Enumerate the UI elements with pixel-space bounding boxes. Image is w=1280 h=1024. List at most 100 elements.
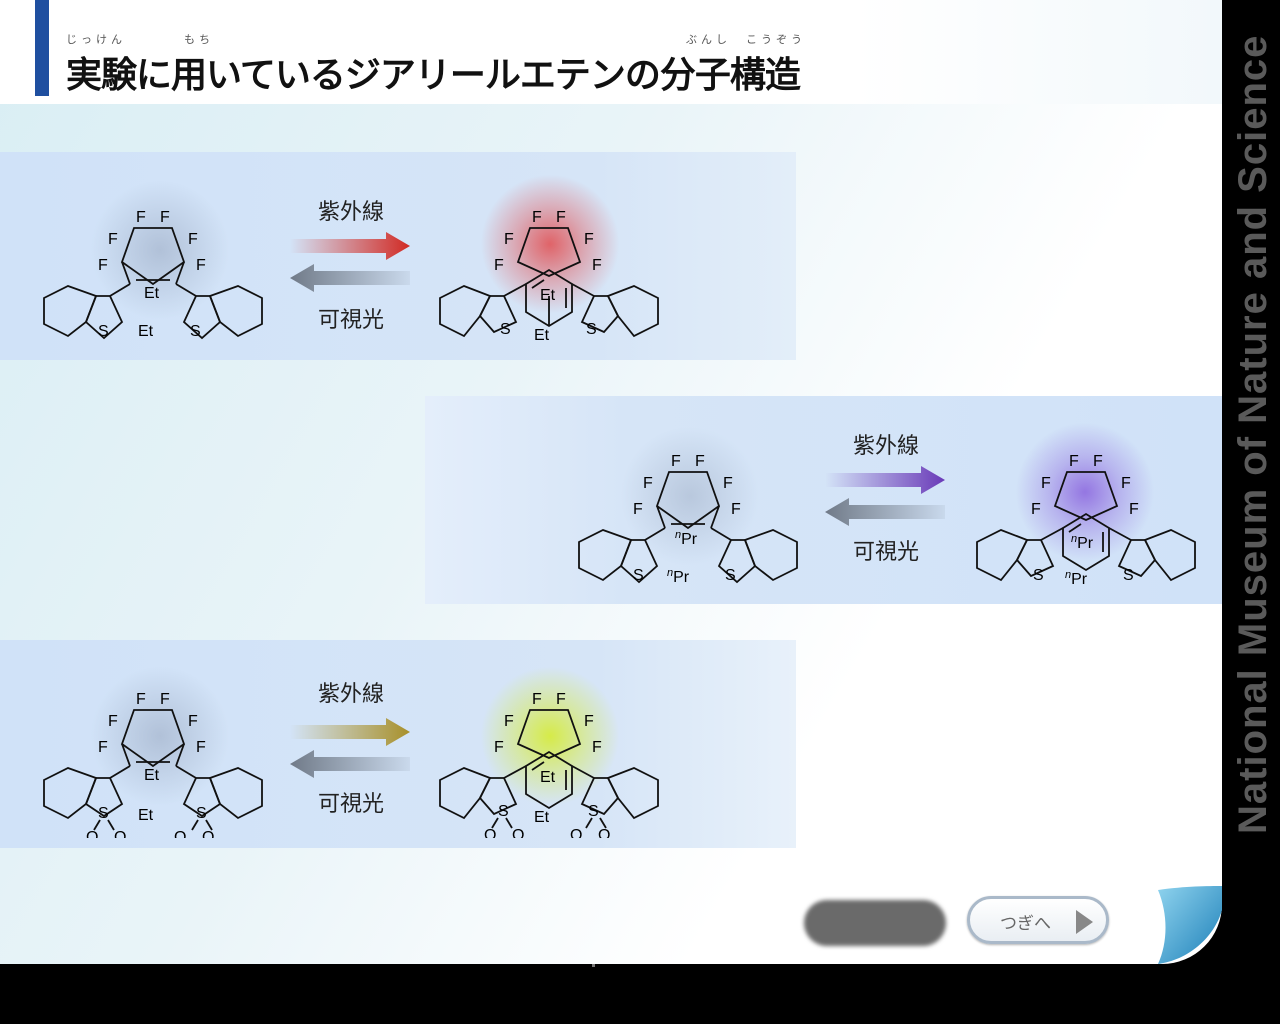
- atom-f: F: [695, 453, 705, 470]
- substituent-label: Et: [138, 323, 154, 340]
- atom-f: F: [1069, 453, 1079, 470]
- visible-light-label: 可視光: [317, 791, 384, 816]
- title-accent-bar: [35, 0, 49, 96]
- reaction-panel-3: F F F F F F S S O O O O Et Et 紫外線 可視光: [0, 640, 796, 848]
- atom-f: F: [108, 231, 118, 248]
- atom-o: O: [174, 829, 186, 838]
- uv-label: 紫外線: [852, 433, 919, 458]
- atom-f: F: [1093, 453, 1103, 470]
- reactant-shadow: [90, 666, 230, 806]
- page-title: 実験に用いているジアリールエテンの分子構造: [66, 55, 801, 96]
- atom-f: F: [160, 691, 170, 708]
- atom-f: F: [1129, 501, 1139, 518]
- vis-arrow-left: [290, 750, 410, 778]
- atom-f: F: [556, 209, 566, 226]
- play-triangle-icon: [1076, 910, 1093, 934]
- atom-f: F: [731, 501, 741, 518]
- substituent-label: nPr: [1071, 533, 1094, 552]
- atom-f: F: [188, 713, 198, 730]
- atom-f: F: [160, 209, 170, 226]
- next-button-label: つぎへ: [1000, 914, 1051, 934]
- substituent-label: Et: [144, 767, 160, 784]
- substituent-label: nPr: [1065, 569, 1088, 588]
- atom-o: O: [570, 827, 582, 838]
- atom-s: S: [196, 805, 207, 822]
- product-molecule-3: F F F F F F S S O O O O Et Et: [439, 691, 659, 838]
- atom-f: F: [592, 739, 602, 756]
- product-glow-purple: [1015, 422, 1155, 562]
- atom-s: S: [190, 323, 201, 340]
- atom-f: F: [633, 501, 643, 518]
- substituent-label: nPr: [675, 529, 698, 548]
- atom-f: F: [556, 691, 566, 708]
- back-button[interactable]: [804, 900, 946, 946]
- atom-s: S: [498, 803, 509, 820]
- atom-f: F: [136, 691, 146, 708]
- atom-s: S: [1123, 567, 1134, 584]
- substituent-label: Et: [138, 807, 154, 824]
- visible-light-label: 可視光: [317, 307, 384, 332]
- substituent-label: Et: [540, 287, 556, 304]
- uv-arrow-right: [290, 718, 410, 746]
- atom-f: F: [532, 691, 542, 708]
- uv-arrow-right: [290, 232, 410, 260]
- atom-f: F: [494, 739, 504, 756]
- atom-f: F: [723, 475, 733, 492]
- bottom-marker: [592, 964, 595, 967]
- reaction-panel-1: F F F F F F S S Et Et 紫外線 可視光: [0, 152, 796, 360]
- product-glow-red: [480, 174, 620, 314]
- reactant-molecule-2: F F F F F F S S nPr nPr: [578, 453, 798, 586]
- atom-f: F: [108, 713, 118, 730]
- atom-o: O: [484, 827, 496, 838]
- title-bar: じっけん もち ぶんし こうぞう 実験に用いているジアリールエテンの分子構造: [0, 0, 1222, 104]
- atom-f: F: [1031, 501, 1041, 518]
- museum-name-vertical: National Museum of Nature and Science: [1231, 34, 1275, 834]
- substituent-label: Et: [534, 327, 550, 344]
- substituent-label: nPr: [667, 567, 690, 586]
- atom-f: F: [504, 231, 514, 248]
- atom-o: O: [598, 827, 610, 838]
- atom-f: F: [671, 453, 681, 470]
- atom-f: F: [584, 231, 594, 248]
- next-button[interactable]: つぎへ: [967, 896, 1109, 944]
- atom-f: F: [98, 739, 108, 756]
- title-ruby-bunshi-kouzou: ぶんし こうぞう: [686, 33, 806, 46]
- atom-f: F: [98, 257, 108, 274]
- reaction-panel-2: F F F F F F S S nPr nPr 紫外線 可視光: [425, 396, 1222, 604]
- atom-f: F: [504, 713, 514, 730]
- uv-arrow-right: [825, 466, 945, 494]
- atom-f: F: [643, 475, 653, 492]
- atom-o: O: [512, 827, 524, 838]
- atom-o: O: [202, 829, 214, 838]
- atom-f: F: [196, 739, 206, 756]
- atom-f: F: [532, 209, 542, 226]
- vis-arrow-left: [290, 264, 410, 292]
- reactant-molecule-1: F F F F F F S S Et Et: [43, 209, 263, 340]
- uv-label: 紫外線: [317, 199, 384, 224]
- atom-f: F: [592, 257, 602, 274]
- atom-s: S: [1033, 567, 1044, 584]
- atom-s: S: [725, 567, 736, 584]
- vis-arrow-left: [825, 498, 945, 526]
- product-molecule-1: F F F F F F S S Et Et: [439, 209, 659, 344]
- title-ruby-mochi: もち: [184, 33, 214, 46]
- substituent-label: Et: [534, 809, 550, 826]
- atom-o: O: [114, 829, 126, 838]
- reactant-molecule-3: F F F F F F S S O O O O Et Et: [43, 691, 263, 838]
- atom-f: F: [188, 231, 198, 248]
- atom-o: O: [86, 829, 98, 838]
- product-glow-yellow: [480, 666, 620, 806]
- atom-f: F: [584, 713, 594, 730]
- atom-s: S: [98, 805, 109, 822]
- product-molecule-2: F F F F F F S S nPr nPr: [976, 453, 1196, 588]
- uv-label: 紫外線: [317, 681, 384, 706]
- atom-s: S: [586, 321, 597, 338]
- atom-f: F: [1121, 475, 1131, 492]
- title-ruby-jikken: じっけん: [66, 33, 126, 46]
- atom-s: S: [98, 323, 109, 340]
- atom-s: S: [633, 567, 644, 584]
- substituent-label: Et: [540, 769, 556, 786]
- atom-f: F: [1041, 475, 1051, 492]
- visible-light-label: 可視光: [852, 539, 919, 564]
- atom-f: F: [196, 257, 206, 274]
